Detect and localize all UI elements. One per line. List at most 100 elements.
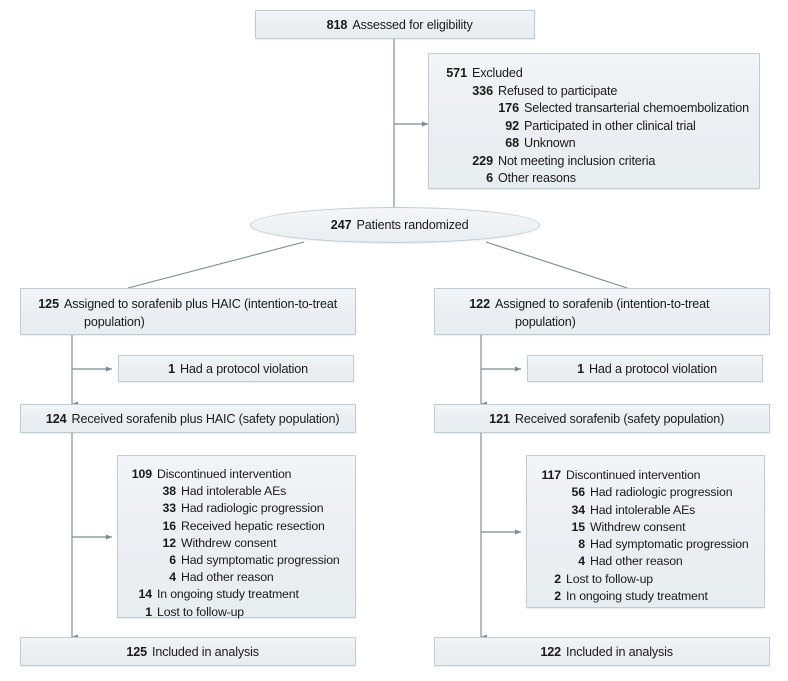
- flow-row-count: 571: [446, 66, 467, 80]
- flow-row-count: 122: [469, 297, 490, 311]
- left-analysis-rows: 125 Included in analysis: [21, 646, 355, 659]
- flow-row-count: 125: [38, 297, 59, 311]
- flow-row-count: 229: [472, 153, 493, 168]
- flow-row-label: In ongoing study treatment: [566, 589, 708, 604]
- flow-row-label: Had radiologic progression: [590, 485, 733, 500]
- left-violation-rows: 1 Had a protocol violation: [119, 363, 353, 376]
- flow-row-count: 6: [169, 553, 176, 568]
- right-analysis-box: 122 Included in analysis: [434, 637, 770, 666]
- flow-row: 38 Had intolerable AEs: [148, 483, 355, 500]
- flow-row: 124 Received sorafenib plus HAIC (safety …: [37, 413, 340, 426]
- flow-row: 2 In ongoing study treatment: [533, 588, 764, 605]
- right-received-box: 121 Received sorafenib (safety population…: [434, 404, 770, 433]
- flow-row-label: Received sorafenib (safety population): [514, 412, 725, 426]
- flow-row: 176 Selected transarterial chemoembolizat…: [489, 100, 753, 118]
- flow-row-label: Discontinued intervention: [566, 468, 701, 482]
- flow-row: 125 Included in analysis: [117, 646, 259, 659]
- flow-row-label: Other reasons: [498, 171, 576, 185]
- flow-row-label: Selected transarterial chemoembolization: [524, 101, 750, 115]
- flow-row-count: 1: [577, 362, 584, 376]
- flow-row: 121 Received sorafenib (safety population…: [480, 413, 724, 426]
- flow-row-label: Received hepatic resection: [181, 518, 325, 533]
- flow-row-count: 1: [145, 604, 152, 619]
- right-protocol-violation-box: 1 Had a protocol violation: [527, 355, 763, 382]
- flow-row-count: 6: [486, 171, 493, 185]
- flow-row-label: Assessed for eligibility: [352, 18, 473, 32]
- flow-row-label: Refused to participate: [498, 83, 618, 98]
- flow-row-label: Received sorafenib plus HAIC (safety pop…: [71, 412, 340, 426]
- flow-row: 34 Had intolerable AEs: [557, 502, 764, 519]
- flow-row-label: Had a protocol violation: [588, 362, 717, 376]
- left-assigned-continuation: population): [84, 315, 145, 329]
- flow-row-label: Had a protocol violation: [179, 362, 308, 376]
- flow-row-count: 4: [578, 554, 585, 569]
- flow-row-count: 125: [126, 645, 148, 659]
- left-received-box: 124 Received sorafenib plus HAIC (safety …: [20, 404, 356, 433]
- flow-row-label: Withdrew consent: [590, 519, 686, 534]
- flow-row-count: 14: [138, 587, 153, 602]
- flow-row-count: 34: [571, 502, 586, 517]
- flow-row: 1 Had a protocol violation: [164, 363, 308, 376]
- flow-row-count: 38: [162, 484, 177, 499]
- flow-row: 122 Included in analysis: [531, 646, 673, 659]
- right-assigned-rows: 122 Assigned to sorafenib (intention-to-t…: [460, 298, 769, 311]
- flow-row-label: Had radiologic progression: [181, 501, 324, 516]
- flow-row-count: 124: [45, 412, 67, 426]
- flow-row-count: 121: [489, 412, 510, 426]
- flow-row-label: Had intolerable AEs: [590, 502, 696, 517]
- flow-row-count: 4: [169, 570, 176, 585]
- flow-row: 16 Received hepatic resection: [148, 518, 355, 535]
- left-analysis-box: 125 Included in analysis: [20, 637, 356, 666]
- flow-row-label: Had other reason: [181, 570, 274, 585]
- flow-row-count: 818: [326, 18, 348, 32]
- flow-row-label: Assigned to sorafenib (intention-to-trea…: [495, 297, 710, 311]
- flow-row-count: 247: [330, 217, 352, 232]
- flow-row-count: 1: [168, 362, 175, 376]
- flow-row: 6 Other reasons: [463, 170, 753, 188]
- flow-row: 14 In ongoing study treatment: [124, 586, 355, 603]
- flow-row-count: 33: [162, 501, 177, 516]
- flow-row: 15 Withdrew consent: [557, 519, 764, 536]
- flow-row-count: 122: [540, 645, 562, 659]
- flow-row-label: Had symptomatic progression: [181, 553, 340, 568]
- left-received-rows: 124 Received sorafenib plus HAIC (safety …: [21, 413, 355, 426]
- flow-row-count: 8: [578, 537, 585, 552]
- flow-row-label: In ongoing study treatment: [157, 587, 299, 602]
- right-assigned-continuation: population): [515, 315, 576, 329]
- flow-row: 229 Not meeting inclusion criteria: [463, 153, 753, 171]
- flow-row-count: 109: [131, 467, 152, 481]
- flow-row-count: 15: [571, 519, 586, 534]
- assessed-for-eligibility-box: 818 Assessed for eligibility: [255, 10, 535, 39]
- flow-row-count: 16: [162, 518, 177, 533]
- flow-row-label: Included in analysis: [566, 645, 673, 659]
- flow-row: 4 Had other reason: [148, 569, 355, 586]
- right-analysis-rows: 122 Included in analysis: [435, 646, 769, 659]
- flow-row-label: Had intolerable AEs: [181, 484, 287, 499]
- flow-row-count: 176: [498, 101, 519, 115]
- flow-row-count: 2: [554, 589, 561, 604]
- flow-row-label: Not meeting inclusion criteria: [498, 153, 656, 168]
- flow-row-label: Included in analysis: [152, 645, 259, 659]
